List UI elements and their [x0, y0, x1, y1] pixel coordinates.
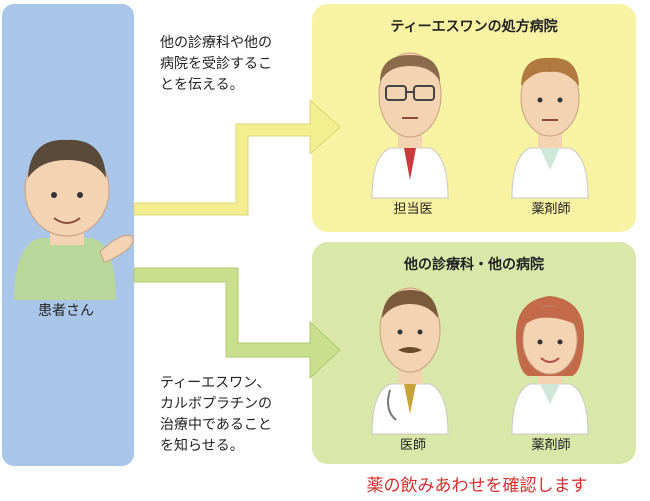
patient-label: 患者さん: [38, 303, 94, 319]
note-tell-other-departments: 他の診療科や他の 病院を受診するこ とを伝える。: [160, 33, 310, 96]
pharmacist-label-2: 薬剤師: [531, 438, 571, 453]
arrow-top-icon: [133, 98, 341, 216]
note-top-line-1: 他の診療科や他の: [160, 35, 272, 51]
other-hospital-title: 他の診療科・他の病院: [404, 257, 544, 273]
attending-doctor-label: 担当医: [393, 202, 433, 217]
pharmacist-label-1: 薬剤師: [531, 202, 571, 217]
note-bottom-line-4: を知らせる。: [160, 438, 244, 454]
note-top-line-2: 病院を受診するこ: [160, 56, 272, 72]
footer-note: 薬の飲みあわせを確認します: [366, 476, 588, 496]
pharmacist-1-icon: [511, 57, 589, 199]
note-inform-treatment: ティーエスワン、 カルボプラチンの 治療中であること を知らせる。: [160, 373, 320, 457]
prescribing-hospital-title: ティーエスワンの処方病院: [390, 19, 558, 35]
doctor-label: 医師: [399, 438, 426, 453]
note-bottom-line-1: ティーエスワン、: [160, 375, 271, 391]
note-top-line-3: とを伝える。: [160, 77, 244, 93]
arrow-bottom-icon: [133, 267, 341, 380]
note-bottom-line-2: カルボプラチンの: [160, 396, 272, 412]
attending-doctor-icon: [371, 52, 449, 199]
pharmacist-2-icon: [511, 296, 589, 435]
patient-figure-icon: [14, 139, 134, 300]
note-bottom-line-3: 治療中であること: [160, 417, 272, 433]
doctor-icon: [371, 287, 449, 435]
